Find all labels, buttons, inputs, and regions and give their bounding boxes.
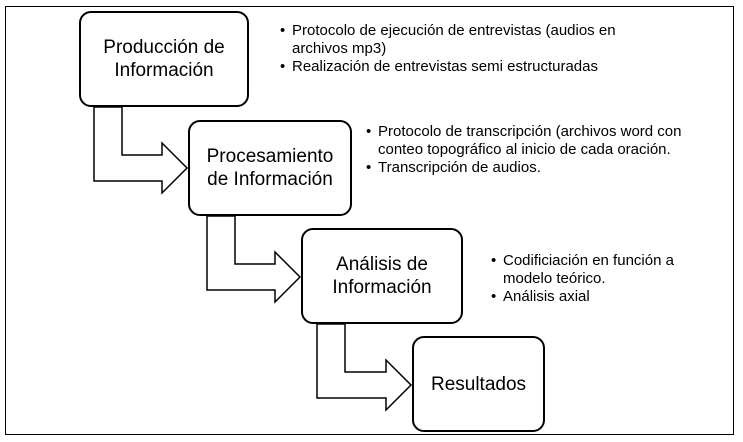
note-item: Codificiación en función a modelo teóric… [491, 252, 713, 288]
stage-label-line: Resultados [430, 373, 527, 395]
diagram-frame [5, 6, 734, 435]
stage-label-line: Información [114, 60, 214, 81]
note-item: Realización de entrevistas semi estructu… [280, 58, 675, 76]
stage-resultados: Resultados [412, 336, 545, 432]
note-item: Protocolo de transcripción (archivos wor… [366, 123, 711, 159]
stage-label-line: Análisis de [336, 254, 428, 275]
arrow-procesamiento-to-analisis [206, 215, 302, 304]
note-item: Análisis axial [491, 288, 713, 306]
arrow-produccion-to-procesamiento [93, 106, 189, 195]
notes-produccion: Protocolo de ejecución de entrevistas (a… [280, 22, 675, 76]
stage-label-line: Información [332, 277, 432, 298]
stage-analisis-de-informacion: Análisis de Información [301, 228, 463, 324]
arrow-analisis-to-resultados [316, 323, 413, 412]
stage-procesamiento-de-informacion: Procesamiento de Información [188, 120, 352, 216]
stage-label-line: Procesamiento [206, 146, 334, 167]
stage-label-line: Producción de [103, 37, 225, 58]
stage-label-line: de Información [207, 169, 333, 190]
notes-analisis: Codificiación en función a modelo teóric… [491, 252, 713, 306]
stage-produccion-de-informacion: Producción de Información [79, 11, 249, 107]
note-item: Transcripción de audios. [366, 159, 711, 177]
note-item: Protocolo de ejecución de entrevistas (a… [280, 22, 675, 58]
notes-procesamiento: Protocolo de transcripción (archivos wor… [366, 123, 711, 177]
